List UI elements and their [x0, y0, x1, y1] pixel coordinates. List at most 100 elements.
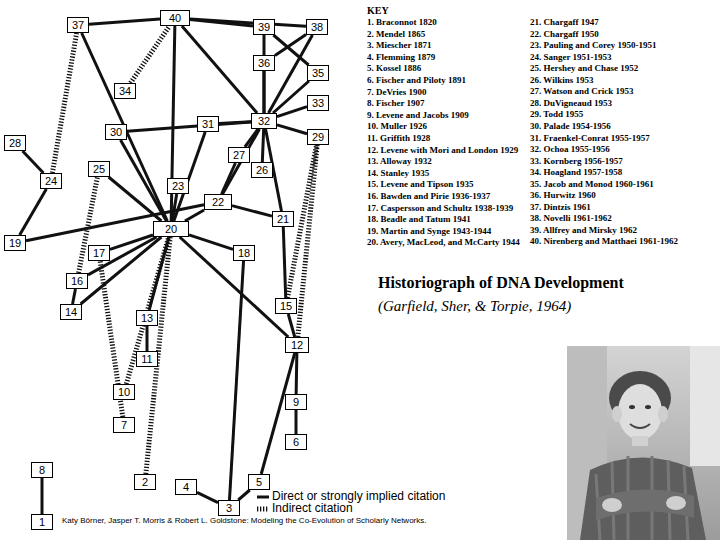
- citation-box: 17: [88, 245, 110, 261]
- key-entry: 32. Ochoa 1955-1956: [530, 144, 610, 155]
- key-entry: 31. Fraenkel-Conrat 1955-1957: [530, 133, 650, 144]
- key-entry: 5. Kossel 1886: [367, 63, 421, 74]
- direct-citation-line: [89, 19, 160, 24]
- key-entry: 7. DeVries 1900: [367, 87, 427, 98]
- direct-citation-line: [283, 227, 285, 298]
- citation-box: 29: [307, 129, 329, 145]
- key-entry: 2. Mendel 1865: [367, 29, 425, 40]
- key-heading: KEY: [367, 5, 389, 17]
- citation-box: 7: [113, 417, 135, 433]
- key-entry: 27. Watson and Crick 1953: [530, 86, 634, 97]
- box-number: 4: [183, 481, 189, 493]
- box-number: 12: [291, 339, 303, 351]
- citation-box: 35: [307, 65, 329, 81]
- box-number: 14: [65, 306, 77, 318]
- key-entry: 24. Sanger 1951-1953: [530, 52, 612, 63]
- indirect-citation-line: [298, 145, 317, 337]
- box-number: 11: [141, 353, 152, 365]
- direct-citation-line: [127, 122, 251, 131]
- direct-citation-line: [263, 35, 266, 113]
- direct-citation-line: [73, 289, 76, 304]
- direct-citation-line: [277, 107, 307, 117]
- direct-citation-line: [288, 314, 294, 337]
- citation-box: 1: [31, 514, 53, 530]
- direct-citation-line: [88, 237, 157, 275]
- direct-citation-line: [295, 353, 299, 394]
- key-entry: 26. Wilkins 1953: [530, 75, 593, 86]
- direct-citation-line: [197, 492, 218, 502]
- citation-box: 24: [40, 173, 62, 189]
- citation-box: 26: [251, 162, 273, 178]
- box-number: 9: [293, 396, 299, 408]
- key-entry: 29. Todd 1955: [530, 109, 583, 120]
- box-number: 30: [110, 126, 122, 138]
- legend-entry: Indirect citation: [256, 502, 353, 515]
- box-number: 26: [256, 164, 268, 176]
- direct-citation-line: [110, 235, 153, 249]
- box-number: 38: [311, 21, 323, 33]
- box-number: 18: [238, 247, 250, 259]
- citation-box: 12: [285, 337, 309, 353]
- direct-citation-line: [238, 490, 250, 500]
- key-entry: 16. Bawden and Pirie 1936-1937: [367, 191, 490, 202]
- box-number: 3: [226, 502, 232, 514]
- citation-box: 25: [88, 161, 110, 177]
- box-number: 16: [71, 275, 83, 287]
- key-entry: 30. Palade 1954-1956: [530, 121, 611, 132]
- key-entry: 15. Levene and Tipson 1935: [367, 179, 473, 190]
- key-entry: 18. Beadle and Tatum 1941: [367, 214, 471, 225]
- citation-box: 39: [253, 19, 275, 35]
- citation-box: 31: [197, 116, 219, 132]
- citation-box: 27: [228, 147, 250, 163]
- citation-box: 6: [285, 434, 307, 450]
- citation-box: 9: [285, 394, 307, 410]
- key-entry: 11. Griffith 1928: [367, 133, 430, 144]
- direct-citation-line: [261, 353, 295, 474]
- key-entry: 8. Fischer 1907: [367, 98, 425, 109]
- key-entry: 28. DuVigneaud 1953: [530, 98, 612, 109]
- direct-citation-line: [245, 129, 258, 147]
- citation-box: 40: [160, 10, 190, 26]
- citation-box: 19: [4, 235, 26, 251]
- direct-citation-line: [121, 140, 167, 221]
- box-number: 25: [93, 163, 105, 175]
- legend-text: Indirect citation: [272, 502, 353, 515]
- citation-box: 37: [67, 17, 89, 33]
- box-number: 37: [72, 19, 84, 31]
- key-entry: 38. Novelli 1961-1962: [530, 213, 612, 224]
- key-entry: 34. Hoagland 1957-1958: [530, 167, 622, 178]
- direct-citation-line: [232, 206, 272, 216]
- box-number: 17: [93, 247, 105, 259]
- box-number: 40: [169, 12, 181, 24]
- direct-citation-line: [41, 478, 44, 514]
- key-entry: 17. Caspersson and Schultz 1938-1939: [367, 203, 513, 214]
- key-entry: 3. Miescher 1871: [367, 40, 432, 51]
- key-entry: 14. Stanley 1935: [367, 168, 429, 179]
- direct-citation-line: [262, 129, 263, 162]
- box-number: 31: [202, 118, 214, 130]
- box-number: 5: [256, 476, 262, 488]
- box-number: 32: [258, 115, 270, 127]
- box-number: 34: [119, 85, 131, 97]
- legend-line-sample: [256, 504, 270, 514]
- citation-box: 23: [167, 178, 189, 194]
- key-entry: 9. Levene and Jacobs 1909: [367, 110, 469, 121]
- key-entry: 23. Pauling and Corey 1950-1951: [530, 40, 657, 51]
- citation-box: 10: [113, 384, 135, 400]
- key-entry: 35. Jacob and Monod 1960-1961: [530, 179, 654, 190]
- key-entry: 40. Nirenberg and Matthaei 1961-1962: [530, 236, 678, 247]
- box-number: 35: [312, 67, 324, 79]
- direct-citation-line: [20, 189, 47, 235]
- box-number: 23: [172, 180, 184, 192]
- citation-box: 22: [204, 194, 232, 210]
- key-entry: 33. Kornberg 1956-1957: [530, 156, 623, 167]
- key-entry: 22. Chargaff 1950: [530, 29, 599, 40]
- key-entry: 37. Dintzis 1961: [530, 202, 591, 213]
- figure-caption: (Garfield, Sher, & Torpie, 1964): [378, 298, 571, 315]
- citation-box: 28: [4, 135, 26, 151]
- key-entry: 19. Martin and Synge 1943-1944: [367, 226, 491, 237]
- key-entry: 10. Muller 1926: [367, 121, 427, 132]
- citation-box: 21: [272, 211, 294, 227]
